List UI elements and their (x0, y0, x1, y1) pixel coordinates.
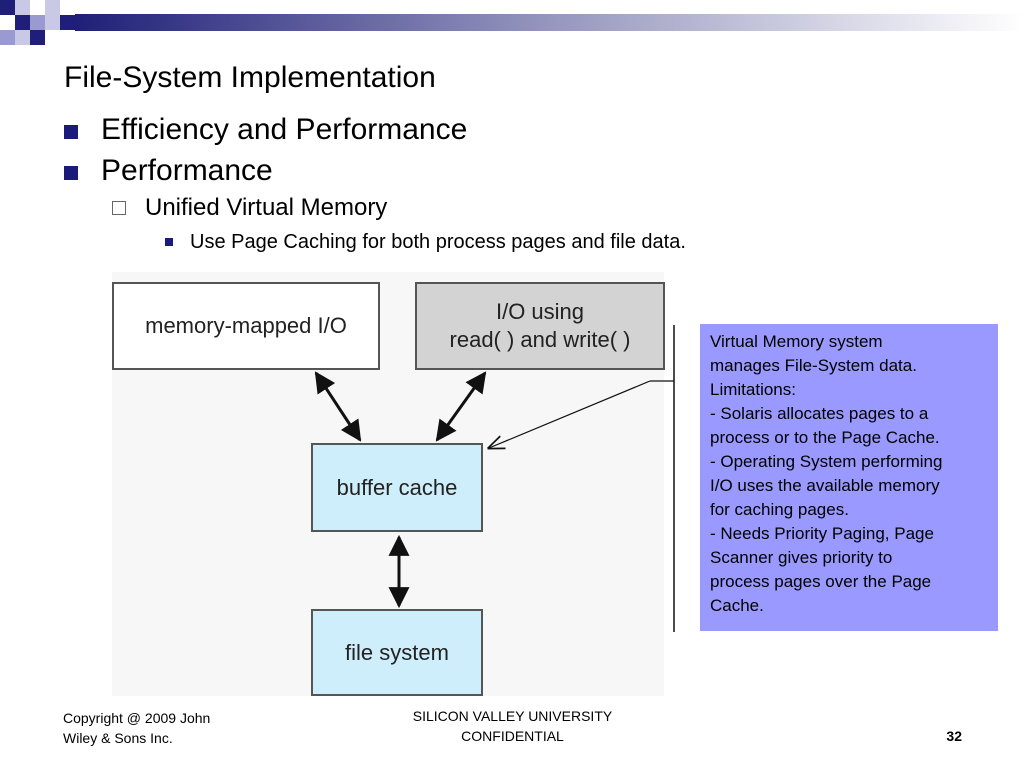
io-read-write-box: I/O using read( ) and write( ) (415, 282, 665, 370)
copyright-line: Wiley & Sons Inc. (63, 730, 173, 746)
note-line: manages File-System data. (710, 356, 917, 375)
buffer-cache-box: buffer cache (311, 443, 483, 532)
note-line: Virtual Memory system (710, 332, 883, 351)
square-bullet-icon (64, 166, 78, 180)
note-line: I/O uses the available memory (710, 476, 940, 495)
callout-pointer (489, 380, 651, 448)
square-bullet-icon (64, 125, 78, 139)
note-line: - Solaris allocates pages to a (710, 404, 929, 423)
hollow-square-bullet-icon (112, 201, 126, 215)
arrow-io-to-cache (435, 371, 487, 442)
unified-vm-diagram: memory-mapped I/O I/O using read( ) and … (112, 272, 665, 696)
note-line: - Needs Priority Paging, Page (710, 524, 934, 543)
note-line: Cache. (710, 596, 764, 615)
file-system-box: file system (311, 609, 483, 696)
slide-title: File-System Implementation (64, 61, 436, 94)
box-label: memory-mapped I/O (145, 313, 347, 338)
arrow-mm-to-cache (314, 371, 362, 442)
bullet-text: Unified Virtual Memory (145, 194, 388, 221)
copyright-footer: Copyright @ 2009 John Wiley & Sons Inc. (63, 708, 210, 748)
note-line: process pages over the Page (710, 572, 932, 591)
confidential-footer: SILICON VALLEY UNIVERSITY CONFIDENTIAL (385, 706, 640, 746)
small-square-bullet-icon (165, 238, 173, 246)
bullet-text: Efficiency and Performance (101, 113, 468, 146)
limitations-note: Virtual Memory system manages File-Syste… (700, 324, 998, 631)
bullet-text: Performance (101, 154, 273, 187)
page-number: 32 (946, 728, 962, 744)
memory-mapped-io-box: memory-mapped I/O (112, 282, 380, 370)
note-line: for caching pages. (710, 500, 849, 519)
box-label-line1: I/O using (495, 299, 585, 324)
note-line: Limitations: (710, 380, 796, 399)
note-line: process or to the Page Cache. (710, 428, 940, 447)
header-decoration (0, 0, 1024, 45)
confidential-line: SILICON VALLEY UNIVERSITY (412, 708, 613, 724)
box-label-line2: read( ) and write( ) (449, 327, 631, 352)
bullet-text: Use Page Caching for both process pages … (190, 231, 686, 253)
copyright-line: Copyright @ 2009 John (63, 710, 211, 726)
box-label: file system (345, 639, 449, 665)
note-line: - Operating System performing (710, 452, 943, 471)
box-label: buffer cache (336, 474, 458, 500)
confidential-line: CONFIDENTIAL (461, 728, 564, 744)
note-line: Scanner gives priority to (710, 548, 893, 567)
